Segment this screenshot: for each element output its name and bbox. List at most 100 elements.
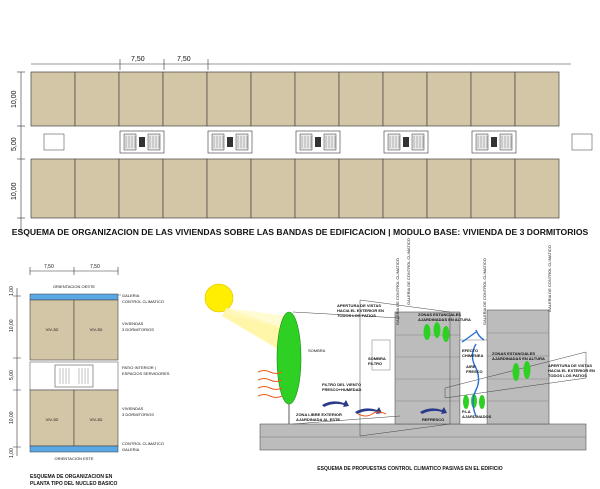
housing-module <box>74 158 120 219</box>
stair-core <box>207 130 253 154</box>
label-efecto-1: EFECTO <box>462 348 478 353</box>
unit-label: VIV-3D <box>90 417 103 422</box>
unit-lower-right <box>73 389 119 447</box>
warm-wind-icon <box>257 370 283 398</box>
housing-module <box>118 158 164 219</box>
stair-core <box>571 133 593 151</box>
label-viviendas-bot-1: VIVIENDAS <box>122 406 144 411</box>
view-cone-right <box>444 351 587 399</box>
housing-module <box>426 158 472 219</box>
shade-filter <box>371 339 391 371</box>
label-sombra-filtro-2: FILTRO <box>368 361 382 366</box>
warm-wind-icon <box>357 411 387 417</box>
view-cone-left <box>359 299 451 437</box>
circulation-cores <box>43 130 593 154</box>
sun-icon <box>204 283 234 313</box>
label-viviendas-top-1: VIVIENDAS <box>122 321 144 326</box>
unit-label: VIV-3D <box>46 327 59 332</box>
label-viviendas-top-2: 3 DORMITORIOS <box>122 327 154 332</box>
tree-icon <box>512 363 520 381</box>
label-efecto-2: CHIMENEA <box>462 353 483 358</box>
label-zona-libre-2: AJARDINADA AL ESTE <box>296 417 340 422</box>
label-sombra-filtro-1: SOMBRA <box>368 356 386 361</box>
unit-label: VIV-3D <box>46 417 59 422</box>
stair-core <box>471 130 517 154</box>
label-apertura-right-1: APERTURA DE VISTAS <box>548 363 592 368</box>
unit-upper-left <box>29 299 75 361</box>
plan-caption-1: ESQUEMA DE ORGANIZACION EN <box>30 474 113 480</box>
housing-module <box>470 158 516 219</box>
top-plan-title: ESQUEMA DE ORGANIZACION DE LAS VIVIENDAS… <box>12 227 589 237</box>
galeria-label-1: GALERIA DE CONTROL CLIMATICO <box>395 258 400 325</box>
section-caption: ESQUEMA DE PROPUESTAS CONTROL CLIMATICO … <box>317 466 502 472</box>
unit-upper-right <box>73 299 119 361</box>
top-plan: 7,50 7,50 10,00 5,00 10,00 ESQUEMA DE OR… <box>11 56 593 237</box>
label-patio-2: ESPACIOS SERVIDORES <box>122 371 170 376</box>
label-zonas-left-1: ZONAS ESTANCIALES <box>418 312 461 317</box>
upper-gallery <box>29 293 119 301</box>
housing-module <box>250 71 296 127</box>
housing-module <box>250 158 296 219</box>
stair-core <box>119 130 165 154</box>
housing-module <box>30 71 76 127</box>
housing-module <box>162 71 208 127</box>
label-control-bot: CONTROL CLIMATICO <box>122 441 164 446</box>
lower-building-band <box>30 158 560 219</box>
label-patio-low-2: AJARDINADOS <box>462 414 492 419</box>
plan-dim-r1: 1,00 <box>9 286 15 296</box>
plan-labels: GALERIA CONTROL CLIMATICO VIVIENDAS 3 DO… <box>118 293 170 452</box>
housing-module <box>30 158 76 219</box>
housing-module <box>294 158 340 219</box>
label-patio-low-1: P.LA <box>462 409 471 414</box>
label-filtro-1: FILTRO DEL VIENTO <box>322 382 361 387</box>
label-apertura-right-3: TODOS LOS PATIOS <box>548 373 587 378</box>
sun-ray-icon <box>222 308 290 352</box>
dim-band-lower: 10,00 <box>11 182 18 200</box>
orientation-west: ORIENTACION OESTE <box>53 284 95 289</box>
plan-dim-r2: 10,00 <box>9 319 15 332</box>
housing-module <box>338 71 384 127</box>
label-galeria-bot: GALERIA <box>122 447 140 452</box>
stair-core <box>383 130 429 154</box>
label-sombra: SOMBRA <box>308 348 326 353</box>
section-diagram: GALERIA DE CONTROL CLIMATICO GALERIA DE … <box>204 238 595 472</box>
orientation-east: ORIENTACION ESTE <box>54 456 93 461</box>
tree-icon <box>463 395 469 409</box>
tree-icon <box>423 324 431 340</box>
dim-module-b: 7,50 <box>177 56 191 63</box>
housing-module <box>338 158 384 219</box>
lower-gallery <box>29 445 119 453</box>
stair-core <box>295 130 341 154</box>
stair-core <box>54 364 94 388</box>
plan-dim-top-a: 7,50 <box>44 264 54 270</box>
housing-module <box>470 71 516 127</box>
plan-dim-r4: 10,00 <box>9 411 15 424</box>
housing-module <box>382 71 428 127</box>
label-zonas-right-1: ZONAS ESTANCIALES <box>492 351 535 356</box>
label-zonas-left-2: AJARDINADAS EN ALTURA <box>418 317 471 322</box>
label-apertura-left-3: TODOS LOS PATIOS <box>337 313 376 318</box>
housing-module <box>206 71 252 127</box>
unit-label: VIV-3D <box>90 327 103 332</box>
housing-module <box>74 71 120 127</box>
plan-detail: 7,50 7,50 1,00 10,00 5,00 10,00 1,00 ORI… <box>9 264 170 487</box>
housing-module <box>294 71 340 127</box>
label-zonas-right-2: AJARDINADAS EN ALTURA <box>492 356 545 361</box>
galeria-label-3: GALERIA DE CONTROL CLIMATICO <box>482 258 487 325</box>
housing-module <box>426 71 472 127</box>
label-filtro-2: FRESCO+HUMEDAD <box>322 387 362 392</box>
galeria-label-2: GALERIA DE CONTROL CLIMATICO <box>406 238 411 305</box>
label-patio-1: PATIO INTERIOR | <box>122 365 156 370</box>
galeria-label-4: GALERIA DE CONTROL CLIMATICO <box>547 245 552 312</box>
plan-dim-r3: 5,00 <box>9 370 15 380</box>
label-galeria-top: GALERIA <box>122 293 140 298</box>
cool-wind-icon <box>322 400 447 414</box>
tree-icon <box>523 361 531 379</box>
label-apertura-right-2: HACIA EL EXTERIOR EN <box>548 368 595 373</box>
housing-module <box>514 71 560 127</box>
sun-ray-icon <box>225 308 287 330</box>
housing-module <box>382 158 428 219</box>
plan-dim-top-b: 7,50 <box>90 264 100 270</box>
plan-dim-r5: 1,00 <box>9 448 15 458</box>
tree-icon <box>479 395 485 409</box>
